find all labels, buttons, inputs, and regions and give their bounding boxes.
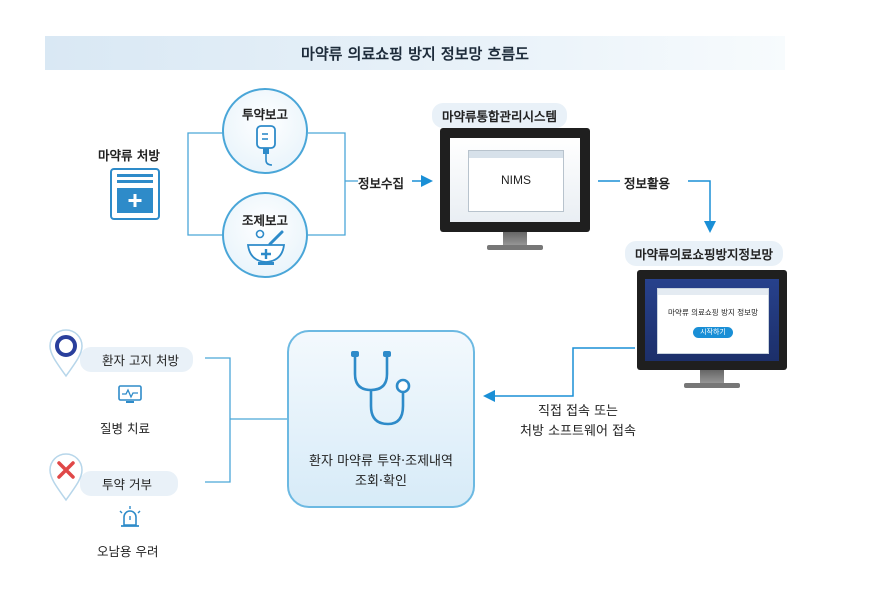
- system-monitor: NIMS: [440, 128, 590, 232]
- access-text: 직접 접속 또는 처방 소프트웨어 접속: [498, 402, 658, 442]
- access-line2: 처방 소프트웨어 접속: [520, 424, 636, 439]
- network-monitor: 마약류 의료쇼핑 방지 정보망 시작하기: [637, 270, 787, 370]
- location-pin-red-icon: [49, 453, 83, 502]
- start-button[interactable]: 시작하기: [693, 327, 733, 338]
- center-line1: 환자 마약류 투약·조제내역: [309, 454, 453, 469]
- system-monitor-base: [487, 245, 543, 250]
- arrow-to-network: [688, 180, 716, 233]
- stethoscope-icon: [351, 351, 411, 426]
- network-monitor-base: [684, 383, 740, 388]
- network-screen: 마약류 의료쇼핑 방지 정보망 시작하기: [645, 279, 779, 361]
- refuse-caption: 오남용 우려: [97, 544, 159, 559]
- alarm-siren-icon: [119, 506, 141, 527]
- system-label: 마약류통합관리시스템: [432, 103, 568, 128]
- bracket-right-line: [308, 132, 346, 236]
- access-line1: 직접 접속 또는: [537, 404, 619, 419]
- prescription-label: 마약류 처방: [98, 148, 160, 163]
- network-monitor-neck: [700, 370, 724, 384]
- system-screen: NIMS: [450, 138, 580, 222]
- use-label: 정보활용: [624, 176, 671, 191]
- system-screen-text: NIMS: [501, 173, 531, 187]
- diagram-title: 마약류 의료쇼핑 방지 정보망 흐름도: [45, 36, 785, 70]
- notice-pill: 환자 고지 처방: [80, 347, 193, 372]
- center-line2: 조회·확인: [355, 474, 407, 489]
- mortar-pestle-icon: [246, 229, 286, 265]
- location-pin-blue-icon: [49, 329, 83, 378]
- dispense-report-label: 조제보고: [241, 213, 288, 228]
- iv-drip-icon: [256, 125, 276, 166]
- notice-caption: 질병 치료: [100, 421, 150, 436]
- bracket-outcomes-line: [205, 357, 231, 483]
- heart-monitor-icon: [118, 385, 142, 403]
- center-box: [287, 330, 475, 508]
- arrow-to-center: [483, 347, 635, 402]
- dispense-report-circle: [222, 192, 308, 278]
- collect-label: 정보수집: [358, 176, 405, 191]
- network-label: 마약류의료쇼핑방지정보망: [625, 241, 784, 266]
- system-monitor-neck: [503, 232, 527, 246]
- network-screen-text: 마약류 의료쇼핑 방지 정보망: [668, 308, 758, 317]
- prescription-document-icon: [110, 168, 160, 220]
- dosing-report-label: 투약보고: [241, 107, 288, 122]
- refuse-pill: 투약 거부: [80, 471, 178, 496]
- center-text: 환자 마약류 투약·조제내역 조회·확인: [287, 452, 475, 492]
- bracket-left-line: [187, 132, 225, 236]
